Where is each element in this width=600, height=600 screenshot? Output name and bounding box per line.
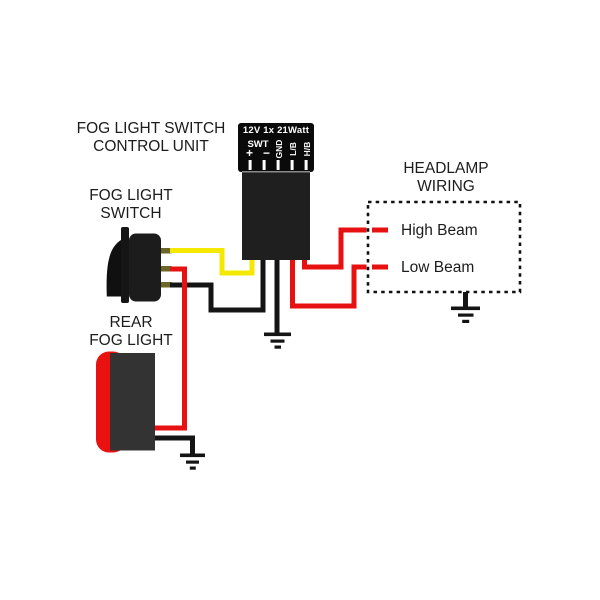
wire-yellow-swt-plus <box>170 248 255 276</box>
pin-label-hb: H/B <box>301 141 312 157</box>
control-unit-body <box>242 172 310 260</box>
rear-fog-label-line1: REAR <box>109 314 153 331</box>
ground-symbol-control-unit <box>264 332 291 349</box>
switch-terminals <box>158 248 172 288</box>
headlamp-label-line1: HEADLAMP <box>403 160 489 177</box>
rear-fog-light-lamp <box>96 351 155 453</box>
control-unit-pin-slots <box>248 160 308 170</box>
ground-symbol-foglight <box>180 453 205 470</box>
pin-label-gnd: GND <box>273 139 284 159</box>
control-unit-label-line1: FOG LIGHT SWITCH <box>76 120 226 137</box>
control-unit <box>238 123 314 260</box>
control-unit-label-line2: CONTROL UNIT <box>93 138 209 155</box>
pin-label-lb: L/B <box>287 142 298 156</box>
rear-fog-label-line2: FOG LIGHT <box>89 332 173 349</box>
wire-red-low-beam <box>290 258 367 309</box>
control-unit-rating-text: 12V 1x 21Watt <box>242 125 310 136</box>
switch-rocker-lever <box>106 240 121 297</box>
rear-fog-label: REAR FOG LIGHT <box>31 314 231 350</box>
headlamp-label-line2: WIRING <box>417 178 475 195</box>
wire-black-swt-minus <box>170 258 266 313</box>
plus-sign: + <box>245 146 253 160</box>
rocker-switch <box>106 227 161 303</box>
control-unit-swt-text: SWT <box>247 139 269 150</box>
control-unit-seam <box>242 171 310 173</box>
control-unit-polarity: + − <box>241 147 275 159</box>
ground-symbol-headlamp <box>451 306 480 323</box>
wire-red-switch-to-foglight <box>154 266 187 431</box>
fog-switch-label-line2: SWITCH <box>100 205 162 222</box>
fog-switch-label: FOG LIGHT SWITCH <box>31 187 231 223</box>
wire-red-high-beam <box>302 227 367 270</box>
switch-body <box>129 233 161 302</box>
foglight-housing <box>110 353 155 451</box>
wires <box>153 227 468 454</box>
switch-mounting-plate <box>121 227 129 303</box>
headlamp-wiring-box <box>366 200 522 294</box>
high-beam-label: High Beam <box>401 222 478 239</box>
fog-switch-label-line1: FOG LIGHT <box>89 187 173 204</box>
control-unit-label: FOG LIGHT SWITCH CONTROL UNIT <box>41 120 261 156</box>
headlamp-label: HEADLAMP WIRING <box>346 160 546 196</box>
low-beam-label: Low Beam <box>401 259 475 276</box>
control-unit-connector <box>238 123 314 172</box>
wire-black-foglight-ground <box>153 435 195 454</box>
minus-sign: − <box>262 146 270 160</box>
